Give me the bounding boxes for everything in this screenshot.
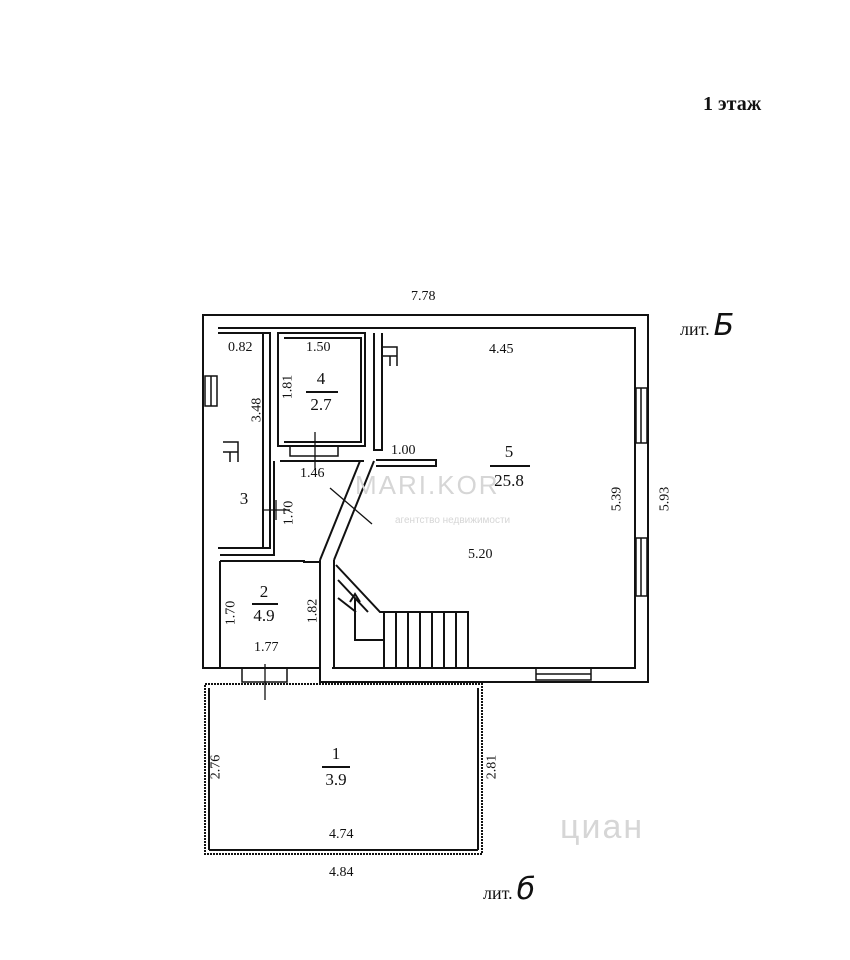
watermark-subtitle: агентство недвижимости bbox=[395, 515, 511, 526]
dim-room5-width: 4.45 bbox=[489, 342, 514, 357]
dim-room5-inner-height: 5.39 bbox=[609, 486, 625, 512]
watermark-logo: MARI.KOR bbox=[355, 470, 500, 500]
room3-wall bbox=[218, 332, 271, 549]
room4-wall bbox=[277, 332, 366, 447]
outer-wall bbox=[202, 314, 649, 683]
dim-room1-outer-width: 4.84 bbox=[329, 865, 354, 880]
windows bbox=[204, 375, 648, 683]
dim-room1-inner-width: 4.74 bbox=[329, 827, 354, 842]
stair-wall bbox=[319, 460, 375, 561]
fixture-room5 bbox=[383, 346, 398, 366]
dim-room3-height: 3.48 bbox=[249, 397, 265, 423]
floor-title: 1 этаж bbox=[703, 93, 762, 115]
room-1-fraction-line bbox=[322, 766, 350, 768]
room-3-number: 3 bbox=[239, 489, 249, 508]
partition-wall bbox=[373, 333, 383, 451]
dim-room1-height-left: 2.76 bbox=[208, 754, 224, 780]
dim-partition-stub: 1.00 bbox=[391, 443, 416, 458]
dim-room4-width: 1.50 bbox=[306, 340, 331, 355]
dim-corridor-height: 1.70 bbox=[281, 500, 297, 526]
dim-corridor-width: 1.46 bbox=[300, 466, 325, 481]
lit-lower-letter: б bbox=[516, 872, 536, 907]
fixture-room3 bbox=[223, 441, 239, 462]
partition-stub bbox=[376, 459, 437, 467]
room-5-area: 25.8 bbox=[494, 471, 524, 490]
dim-room1-height-right: 2.81 bbox=[484, 754, 500, 780]
room-5-fraction-line bbox=[490, 465, 530, 467]
room-5-number: 5 bbox=[504, 442, 514, 461]
door-marks bbox=[262, 432, 373, 700]
dim-overall-width: 7.78 bbox=[411, 289, 436, 304]
lit-upper-prefix: лит. bbox=[680, 319, 710, 339]
dim-room2-height-left: 1.70 bbox=[223, 600, 239, 626]
dim-overall-height: 5.93 bbox=[657, 486, 673, 512]
inner-outline bbox=[218, 327, 636, 669]
dim-room4-height: 1.81 bbox=[280, 374, 296, 400]
lit-upper-label: лит. Б bbox=[680, 308, 734, 343]
room-2-number: 2 bbox=[259, 582, 269, 601]
room-4-area: 2.7 bbox=[310, 395, 332, 414]
room-2-fraction-line bbox=[252, 603, 278, 605]
dim-room2-height-right: 1.82 bbox=[305, 598, 321, 624]
lit-upper-letter: Б bbox=[713, 308, 735, 343]
dim-room3-width: 0.82 bbox=[228, 340, 253, 355]
room-1-number: 1 bbox=[331, 744, 341, 763]
lit-lower-label: лит. б bbox=[483, 872, 535, 907]
room-4-number: 4 bbox=[316, 369, 326, 388]
room-2-area: 4.9 bbox=[253, 606, 275, 625]
annex-wall bbox=[204, 683, 483, 855]
stair bbox=[335, 564, 469, 669]
watermark-corner: циан bbox=[560, 808, 645, 846]
dim-room2-width: 1.77 bbox=[254, 640, 279, 655]
lit-lower-prefix: лит. bbox=[483, 883, 513, 903]
room-4-fraction-line bbox=[306, 391, 338, 393]
dim-room5-lower-width: 5.20 bbox=[468, 547, 493, 562]
room-1-area: 3.9 bbox=[325, 770, 347, 789]
